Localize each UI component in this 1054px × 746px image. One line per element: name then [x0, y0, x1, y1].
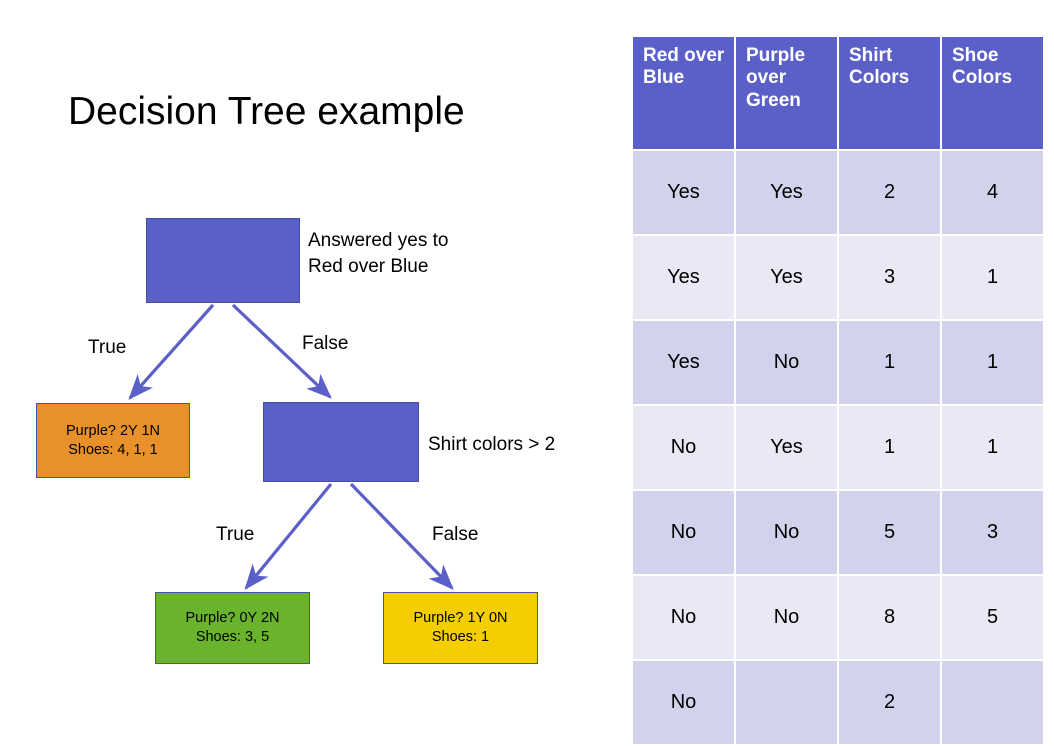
- table-header-row: Red over Blue Purple over Green Shirt Co…: [633, 37, 1043, 149]
- edge-label-shirt-true: True: [216, 524, 255, 545]
- table-row: Yes No 1 1: [633, 321, 1043, 404]
- edge-shirt-true: [244, 482, 333, 590]
- table-cell: Yes: [633, 151, 734, 234]
- table-cell: Yes: [736, 236, 837, 319]
- table-cell: No: [633, 491, 734, 574]
- table-row: No Yes 1 1: [633, 406, 1043, 489]
- column-header-purple-over-green[interactable]: Purple over Green: [736, 37, 837, 149]
- page-title: Decision Tree example: [68, 90, 465, 133]
- table-cell: 4: [942, 151, 1043, 234]
- table-cell: 1: [942, 406, 1043, 489]
- tree-leaf-orange-line2: Shoes: 4, 1, 1: [68, 441, 158, 458]
- tree-node-shirt-colors[interactable]: [263, 402, 419, 482]
- table-cell: 1: [942, 321, 1043, 404]
- table-header: Red over Blue Purple over Green Shirt Co…: [633, 37, 1043, 149]
- edge-root-false: [231, 303, 332, 399]
- table-row: Yes Yes 3 1: [633, 236, 1043, 319]
- edge-shirt-false: [349, 482, 454, 590]
- tree-leaf-orange-line1: Purple? 2Y 1N: [65, 422, 161, 439]
- tree-leaf-yellow[interactable]: Purple? 1Y 0N Shoes: 1: [383, 592, 538, 664]
- tree-leaf-green-line1: Purple? 0Y 2N: [185, 610, 280, 627]
- tree-node-root-caption: Answered yes to Red over Blue: [308, 230, 449, 277]
- table-cell: 3: [839, 236, 940, 319]
- data-table: Red over Blue Purple over Green Shirt Co…: [631, 35, 1045, 746]
- table-cell: 5: [942, 576, 1043, 659]
- edge-label-root-true: True: [88, 337, 127, 358]
- table-row: No No 5 3: [633, 491, 1043, 574]
- table-cell: No: [736, 321, 837, 404]
- decision-tree-diagram: Decision Tree example Answered yes to Re…: [36, 90, 556, 664]
- edge-label-shirt-false: False: [432, 524, 479, 545]
- column-header-shoe-colors[interactable]: Shoe Colors: [942, 37, 1043, 149]
- edge-label-root-false: False: [302, 333, 349, 354]
- tree-edges: [128, 303, 454, 590]
- tree-leaf-yellow-line1: Purple? 1Y 0N: [413, 610, 508, 627]
- tree-leaf-orange[interactable]: Purple? 2Y 1N Shoes: 4, 1, 1: [36, 403, 190, 478]
- table-cell: 1: [942, 236, 1043, 319]
- table-cell: No: [736, 576, 837, 659]
- tree-node-shirt-colors-caption: Shirt colors > 2: [428, 434, 556, 455]
- table-cell: 2: [839, 661, 940, 744]
- table-cell: Yes: [633, 236, 734, 319]
- data-table-container: Red over Blue Purple over Green Shirt Co…: [631, 35, 1045, 744]
- column-header-shirt-colors[interactable]: Shirt Colors: [839, 37, 940, 149]
- table-cell: No: [633, 661, 734, 744]
- tree-leaf-yellow-line2: Shoes: 1: [431, 629, 490, 645]
- table-row: Yes Yes 2 4: [633, 151, 1043, 234]
- table-cell: No: [633, 576, 734, 659]
- tree-leaf-green-line2: Shoes: 3, 5: [195, 629, 270, 645]
- table-cell: 1: [839, 321, 940, 404]
- table-cell: Yes: [736, 406, 837, 489]
- tree-node-root[interactable]: [146, 218, 300, 303]
- table-cell: Yes: [736, 151, 837, 234]
- table-cell: 8: [839, 576, 940, 659]
- table-cell: 3: [942, 491, 1043, 574]
- column-header-red-over-blue[interactable]: Red over Blue: [633, 37, 734, 149]
- tree-leaf-green[interactable]: Purple? 0Y 2N Shoes: 3, 5: [155, 592, 310, 664]
- edge-root-true: [128, 303, 215, 400]
- table-row: No 2: [633, 661, 1043, 744]
- table-row: No No 8 5: [633, 576, 1043, 659]
- table-cell: 5: [839, 491, 940, 574]
- table-cell: No: [633, 406, 734, 489]
- table-body: Yes Yes 2 4 Yes Yes 3 1 Yes No 1 1 No Ye…: [633, 151, 1043, 744]
- table-cell: No: [736, 491, 837, 574]
- table-cell: 2: [839, 151, 940, 234]
- table-cell: 1: [839, 406, 940, 489]
- table-cell: Yes: [633, 321, 734, 404]
- table-cell: [736, 661, 837, 744]
- table-cell: [942, 661, 1043, 744]
